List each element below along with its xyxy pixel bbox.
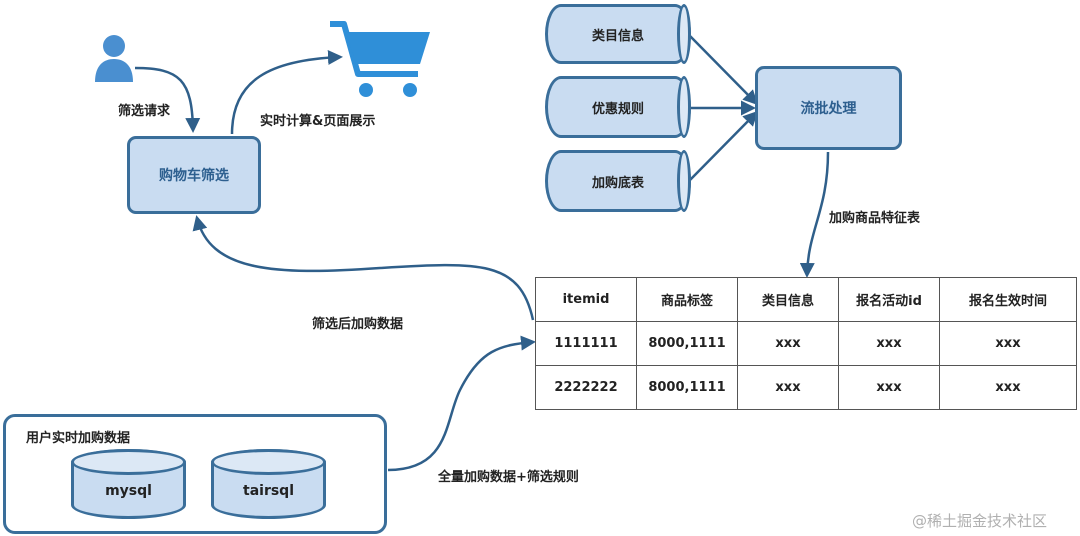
table-header: 报名活动id xyxy=(838,277,940,322)
arrow-db-to-table xyxy=(387,335,536,472)
table-cell: 1111111 xyxy=(535,321,637,366)
table-cell: xxx xyxy=(737,321,839,366)
table-cell: xxx xyxy=(838,365,940,410)
realtime-box-title: 用户实时加购数据 xyxy=(26,431,131,446)
user-icon xyxy=(95,35,133,82)
stream-batch-node: 流批处理 xyxy=(755,66,902,150)
table-header: 商品标签 xyxy=(636,277,738,322)
arrow-src3-to-batch xyxy=(689,110,759,181)
label-realtime-calc: 实时计算&页面展示 xyxy=(260,114,376,129)
arrow-table-to-filter xyxy=(192,215,535,321)
label-filtered-cart-data: 筛选后加购数据 xyxy=(312,317,404,332)
table-cell: xxx xyxy=(939,365,1077,410)
source-cart-base-table: 加购底表 xyxy=(545,150,691,212)
table-cell: xxx xyxy=(838,321,940,366)
feature-table: itemid 商品标签 类目信息 报名活动id 报名生效时间 1111111 8… xyxy=(535,277,1077,410)
label-filter-request: 筛选请求 xyxy=(118,104,171,119)
watermark: @稀土掘金技术社区 xyxy=(912,512,1048,530)
table-header-row: itemid 商品标签 类目信息 报名活动id 报名生效时间 xyxy=(535,277,1077,322)
table-cell: xxx xyxy=(939,321,1077,366)
db-mysql: mysql xyxy=(71,449,186,519)
table-cell: xxx xyxy=(737,365,839,410)
label-full-cart-rules: 全量加购数据+筛选规则 xyxy=(438,470,579,485)
source-category-info: 类目信息 xyxy=(545,4,691,64)
arrow-user-to-filter xyxy=(134,66,201,133)
arrow-src1-to-batch xyxy=(689,35,759,106)
table-header: 报名生效时间 xyxy=(939,277,1077,322)
arrow-filter-to-cart xyxy=(230,50,343,135)
realtime-cart-data-box: 用户实时加购数据 mysql tairsql xyxy=(3,414,387,534)
shopping-cart-icon xyxy=(330,21,430,97)
label-cart-feature-table: 加购商品特征表 xyxy=(829,211,921,226)
arrow-batch-to-table xyxy=(799,151,830,278)
cart-filter-node: 购物车筛选 xyxy=(127,136,261,214)
table-cell: 2222222 xyxy=(535,365,637,410)
table-row: 1111111 8000,1111 xxx xxx xxx xyxy=(535,321,1077,366)
table-header: itemid xyxy=(535,277,637,322)
table-row: 2222222 8000,1111 xxx xxx xxx xyxy=(535,365,1077,410)
source-discount-rules: 优惠规则 xyxy=(545,76,691,138)
table-cell: 8000,1111 xyxy=(636,365,738,410)
table-header: 类目信息 xyxy=(737,277,839,322)
db-tairsql: tairsql xyxy=(211,449,326,519)
table-cell: 8000,1111 xyxy=(636,321,738,366)
